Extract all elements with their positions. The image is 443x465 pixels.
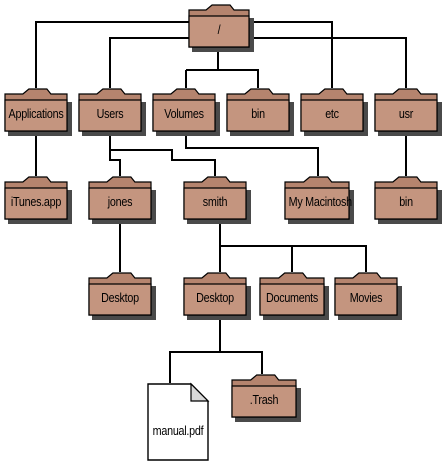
folder-node-bin2: bin (374, 176, 442, 224)
file-node-manual: manual.pdf (147, 382, 210, 461)
connector-line (109, 132, 121, 176)
connector-line (169, 316, 221, 383)
folder-label: / (217, 23, 221, 37)
connector-line (220, 245, 293, 272)
folder-icon (300, 88, 368, 136)
folder-icon (259, 272, 329, 320)
folder-label: Applications (8, 107, 64, 121)
folder-node-users: Users (78, 88, 146, 136)
folder-icon (4, 176, 72, 224)
folder-label: My Macintosh (288, 195, 352, 209)
connector-line (110, 149, 216, 176)
folder-node-desktop1: Desktop (88, 272, 156, 320)
folder-icon (374, 176, 442, 224)
folder-icon (4, 88, 72, 136)
folder-node-etc: etc (300, 88, 368, 136)
folder-label: .Trash (249, 393, 279, 407)
connector-line (186, 69, 259, 88)
folder-node-bin1: bin (226, 88, 294, 136)
connector-line (35, 21, 218, 88)
connector-line (218, 21, 333, 88)
folder-icon (374, 88, 442, 136)
folder-icon (88, 176, 156, 224)
file-label: manual.pdf (152, 423, 204, 438)
folder-node-mymac: My Macintosh (284, 176, 354, 224)
connector-line (220, 245, 367, 272)
folder-label: usr (398, 107, 414, 121)
folder-node-jones: jones (88, 176, 156, 224)
folder-node-itunes: iTunes.app (4, 176, 72, 224)
folder-icon (78, 88, 146, 136)
folder-label: jones (107, 195, 133, 209)
folder-icon (88, 272, 156, 320)
folder-label: smith (202, 195, 228, 209)
folder-icon (334, 272, 402, 320)
folder-label: bin (399, 195, 413, 209)
connector-line (185, 132, 319, 176)
folder-icon (188, 4, 254, 52)
folder-node-desktop2: Desktop (183, 272, 251, 320)
folder-label: Desktop (101, 291, 139, 305)
folder-label: etc (325, 107, 339, 121)
folder-node-documents: Documents (259, 272, 329, 320)
connector-line (109, 37, 218, 88)
connector-line (218, 37, 407, 88)
connector-line (220, 351, 263, 374)
folder-icon (152, 88, 220, 136)
folder-icon (226, 88, 294, 136)
document-icon (147, 382, 210, 461)
folder-label: Documents (265, 291, 319, 305)
folder-label: Desktop (196, 291, 234, 305)
folder-label: Movies (349, 291, 383, 305)
folder-icon (183, 176, 251, 224)
folder-label: Volumes (164, 107, 204, 121)
folder-node-usr: usr (374, 88, 442, 136)
folder-label: iTunes.app (10, 195, 62, 209)
folder-node-applications: Applications (4, 88, 72, 136)
folder-node-trash: .Trash (231, 374, 301, 422)
folder-node-root: / (188, 4, 254, 52)
folder-label: bin (251, 107, 265, 121)
folder-node-movies: Movies (334, 272, 402, 320)
folder-icon (284, 176, 354, 224)
folder-icon (183, 272, 251, 320)
folder-node-volumes: Volumes (152, 88, 220, 136)
folder-label: Users (96, 107, 124, 121)
folder-node-smith: smith (183, 176, 251, 224)
folder-icon (231, 374, 301, 422)
